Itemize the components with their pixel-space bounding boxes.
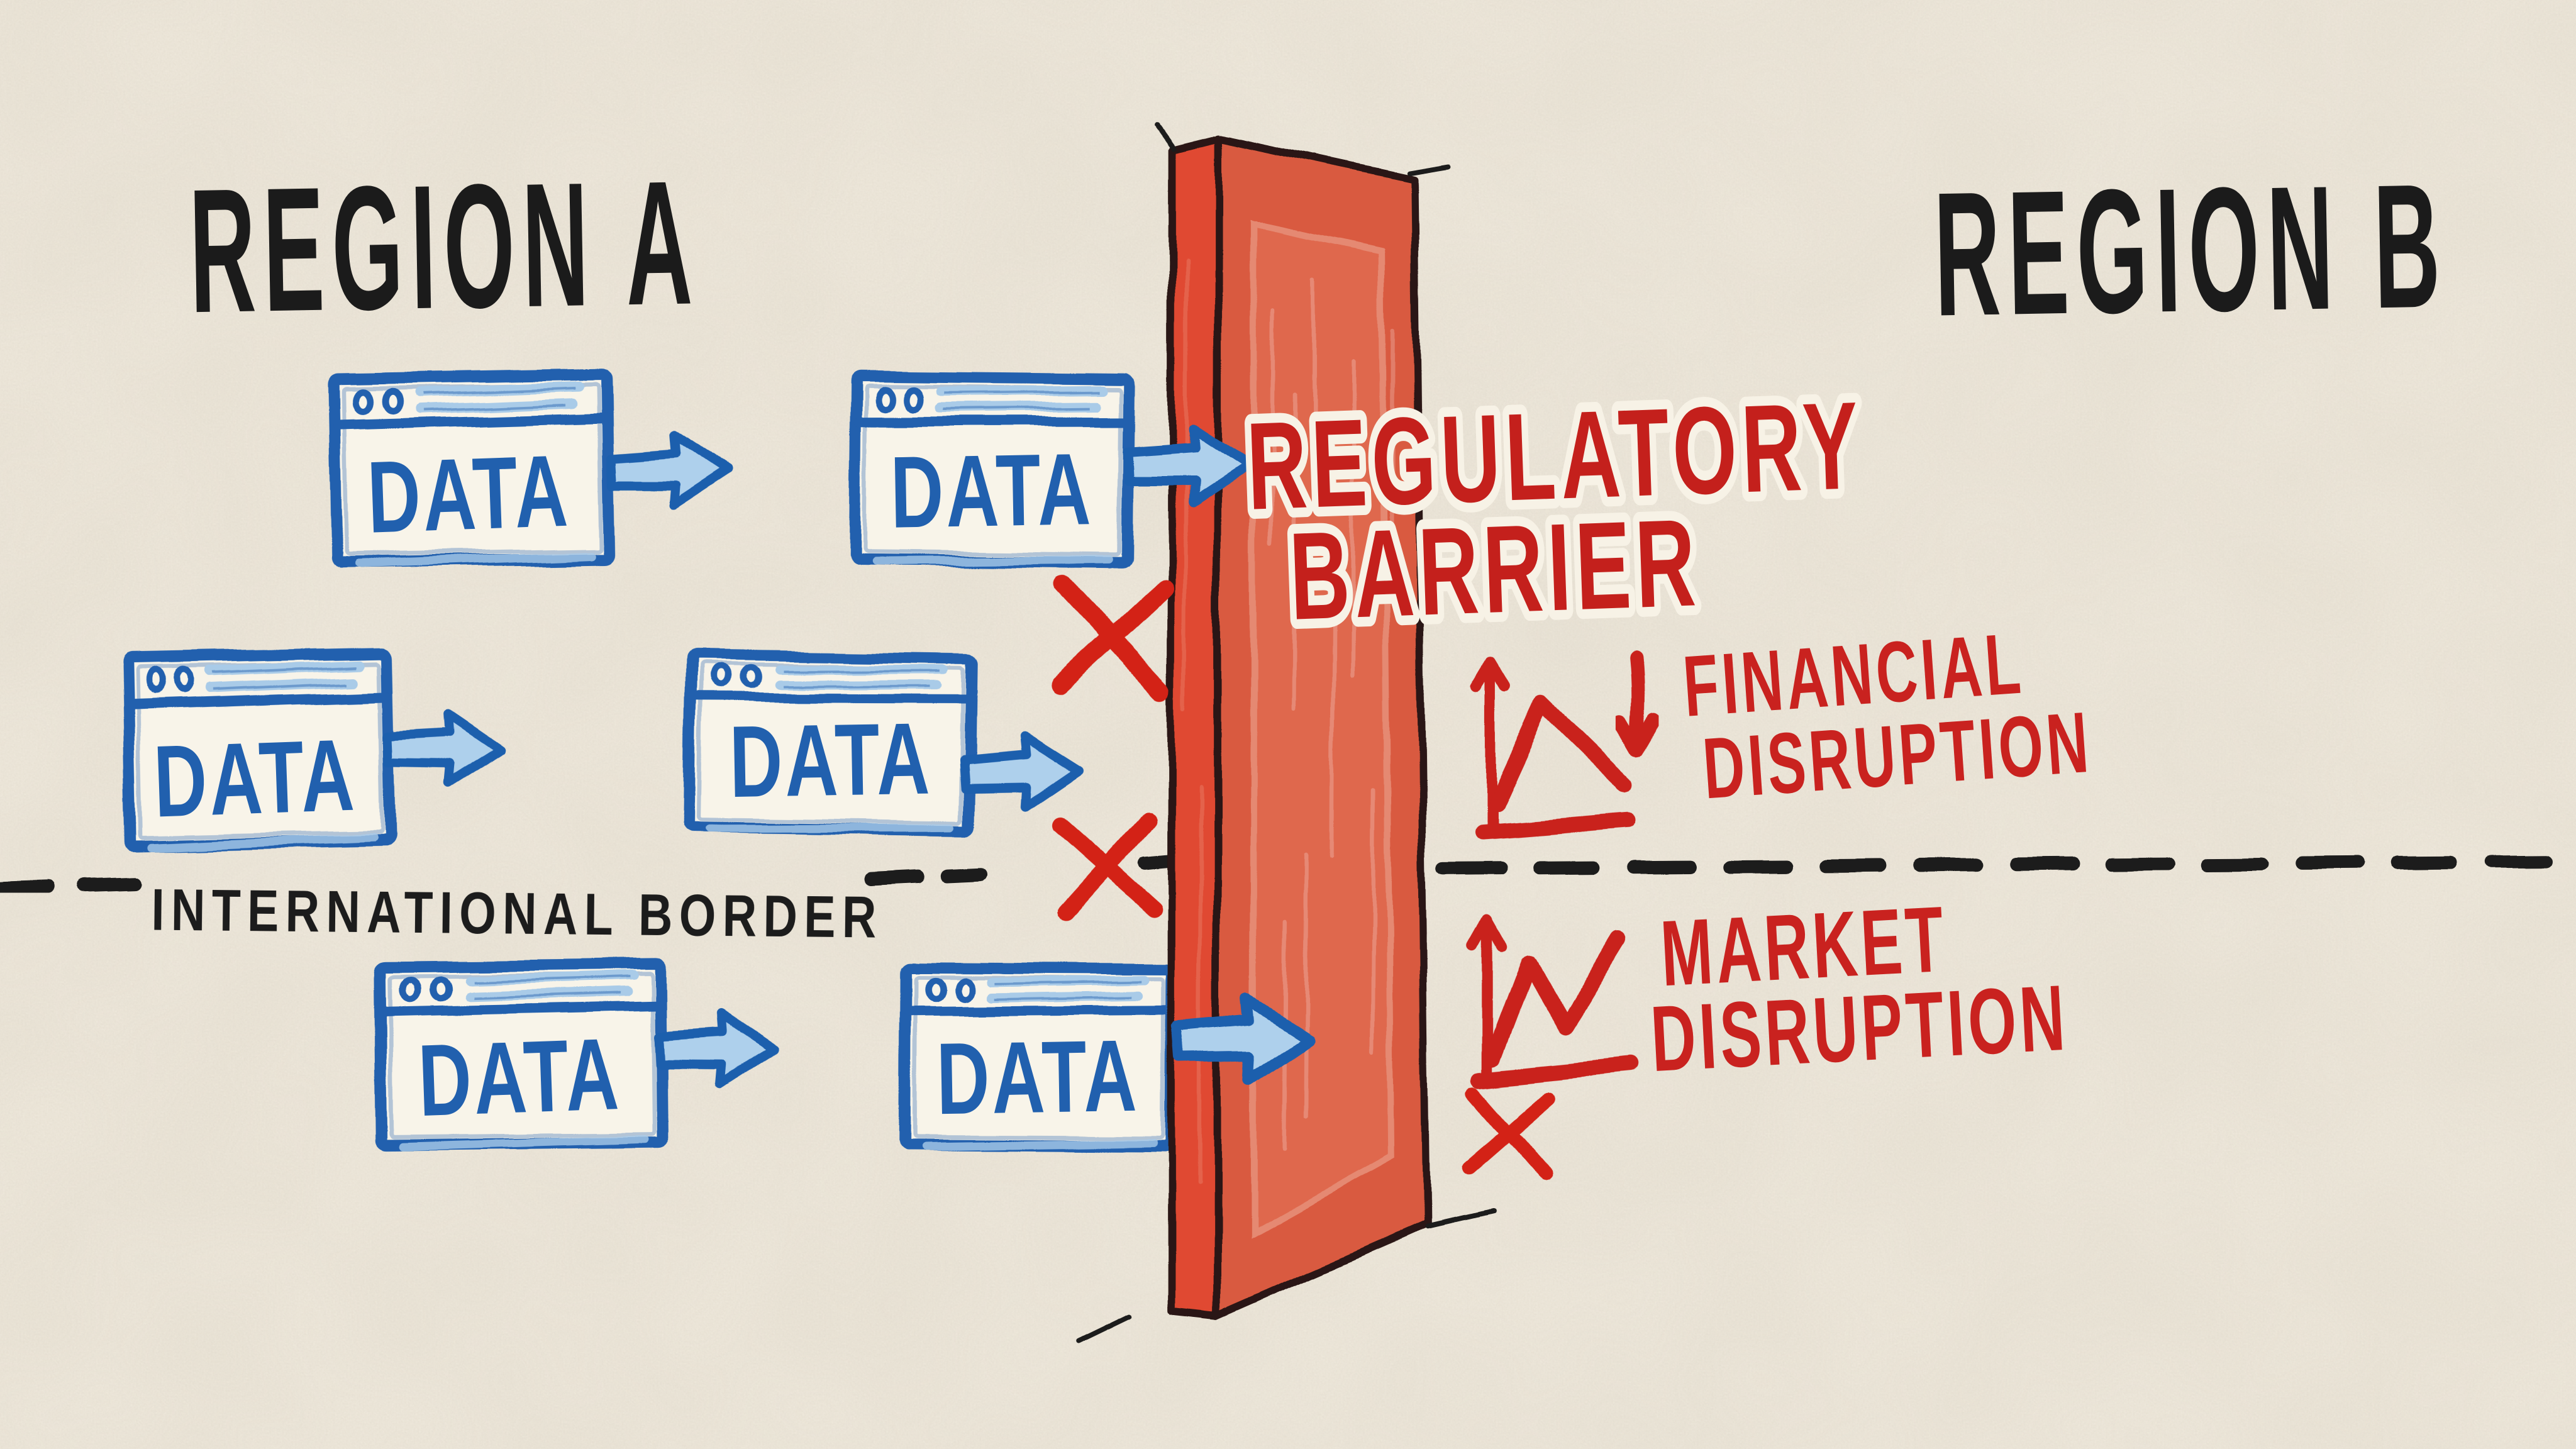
regulatory-barrier-label-line1: REGULATORY xyxy=(1245,375,1865,536)
barrier-inner-panel xyxy=(1250,219,1395,1240)
market-disruption-label-line1: MARKET xyxy=(1658,887,1950,1006)
border-dash-segment-left xyxy=(0,877,158,896)
data-window-label: DATA xyxy=(889,431,1094,549)
market-disruption-label-line2: DISRUPTION xyxy=(1648,965,2071,1091)
financial-disruption-label-line1: FINANCIAL xyxy=(1680,614,2026,735)
declining-chart-icon xyxy=(1471,657,1636,841)
international-border-label: INTERNATIONAL BORDER xyxy=(151,877,883,951)
blocked-x-icon xyxy=(1462,1086,1557,1181)
regulatory-barrier-label-line2: BARRIER xyxy=(1287,492,1702,646)
data-window-label: DATA xyxy=(365,433,572,554)
region-a-title: REGION A xyxy=(188,145,701,350)
blocked-x-marks xyxy=(1050,575,1557,1181)
volatile-chart-icon xyxy=(1468,916,1638,1087)
region-b-title: REGION B xyxy=(1933,148,2449,353)
data-window-label: DATA xyxy=(416,1016,623,1137)
blocked-x-icon xyxy=(1050,575,1174,699)
data-window-label: DATA xyxy=(936,1018,1140,1136)
data-window-label: DATA xyxy=(152,718,358,838)
data-window-label: DATA xyxy=(728,701,933,819)
barrier-ground-ticks xyxy=(1075,122,1494,1343)
blocked-x-icon xyxy=(1052,813,1162,923)
border-dash-segment-mid xyxy=(864,867,989,886)
down-arrow-icon xyxy=(1613,650,1662,758)
barrier-side-face xyxy=(1167,134,1221,1320)
border-dash-segment-right xyxy=(1437,854,2576,876)
